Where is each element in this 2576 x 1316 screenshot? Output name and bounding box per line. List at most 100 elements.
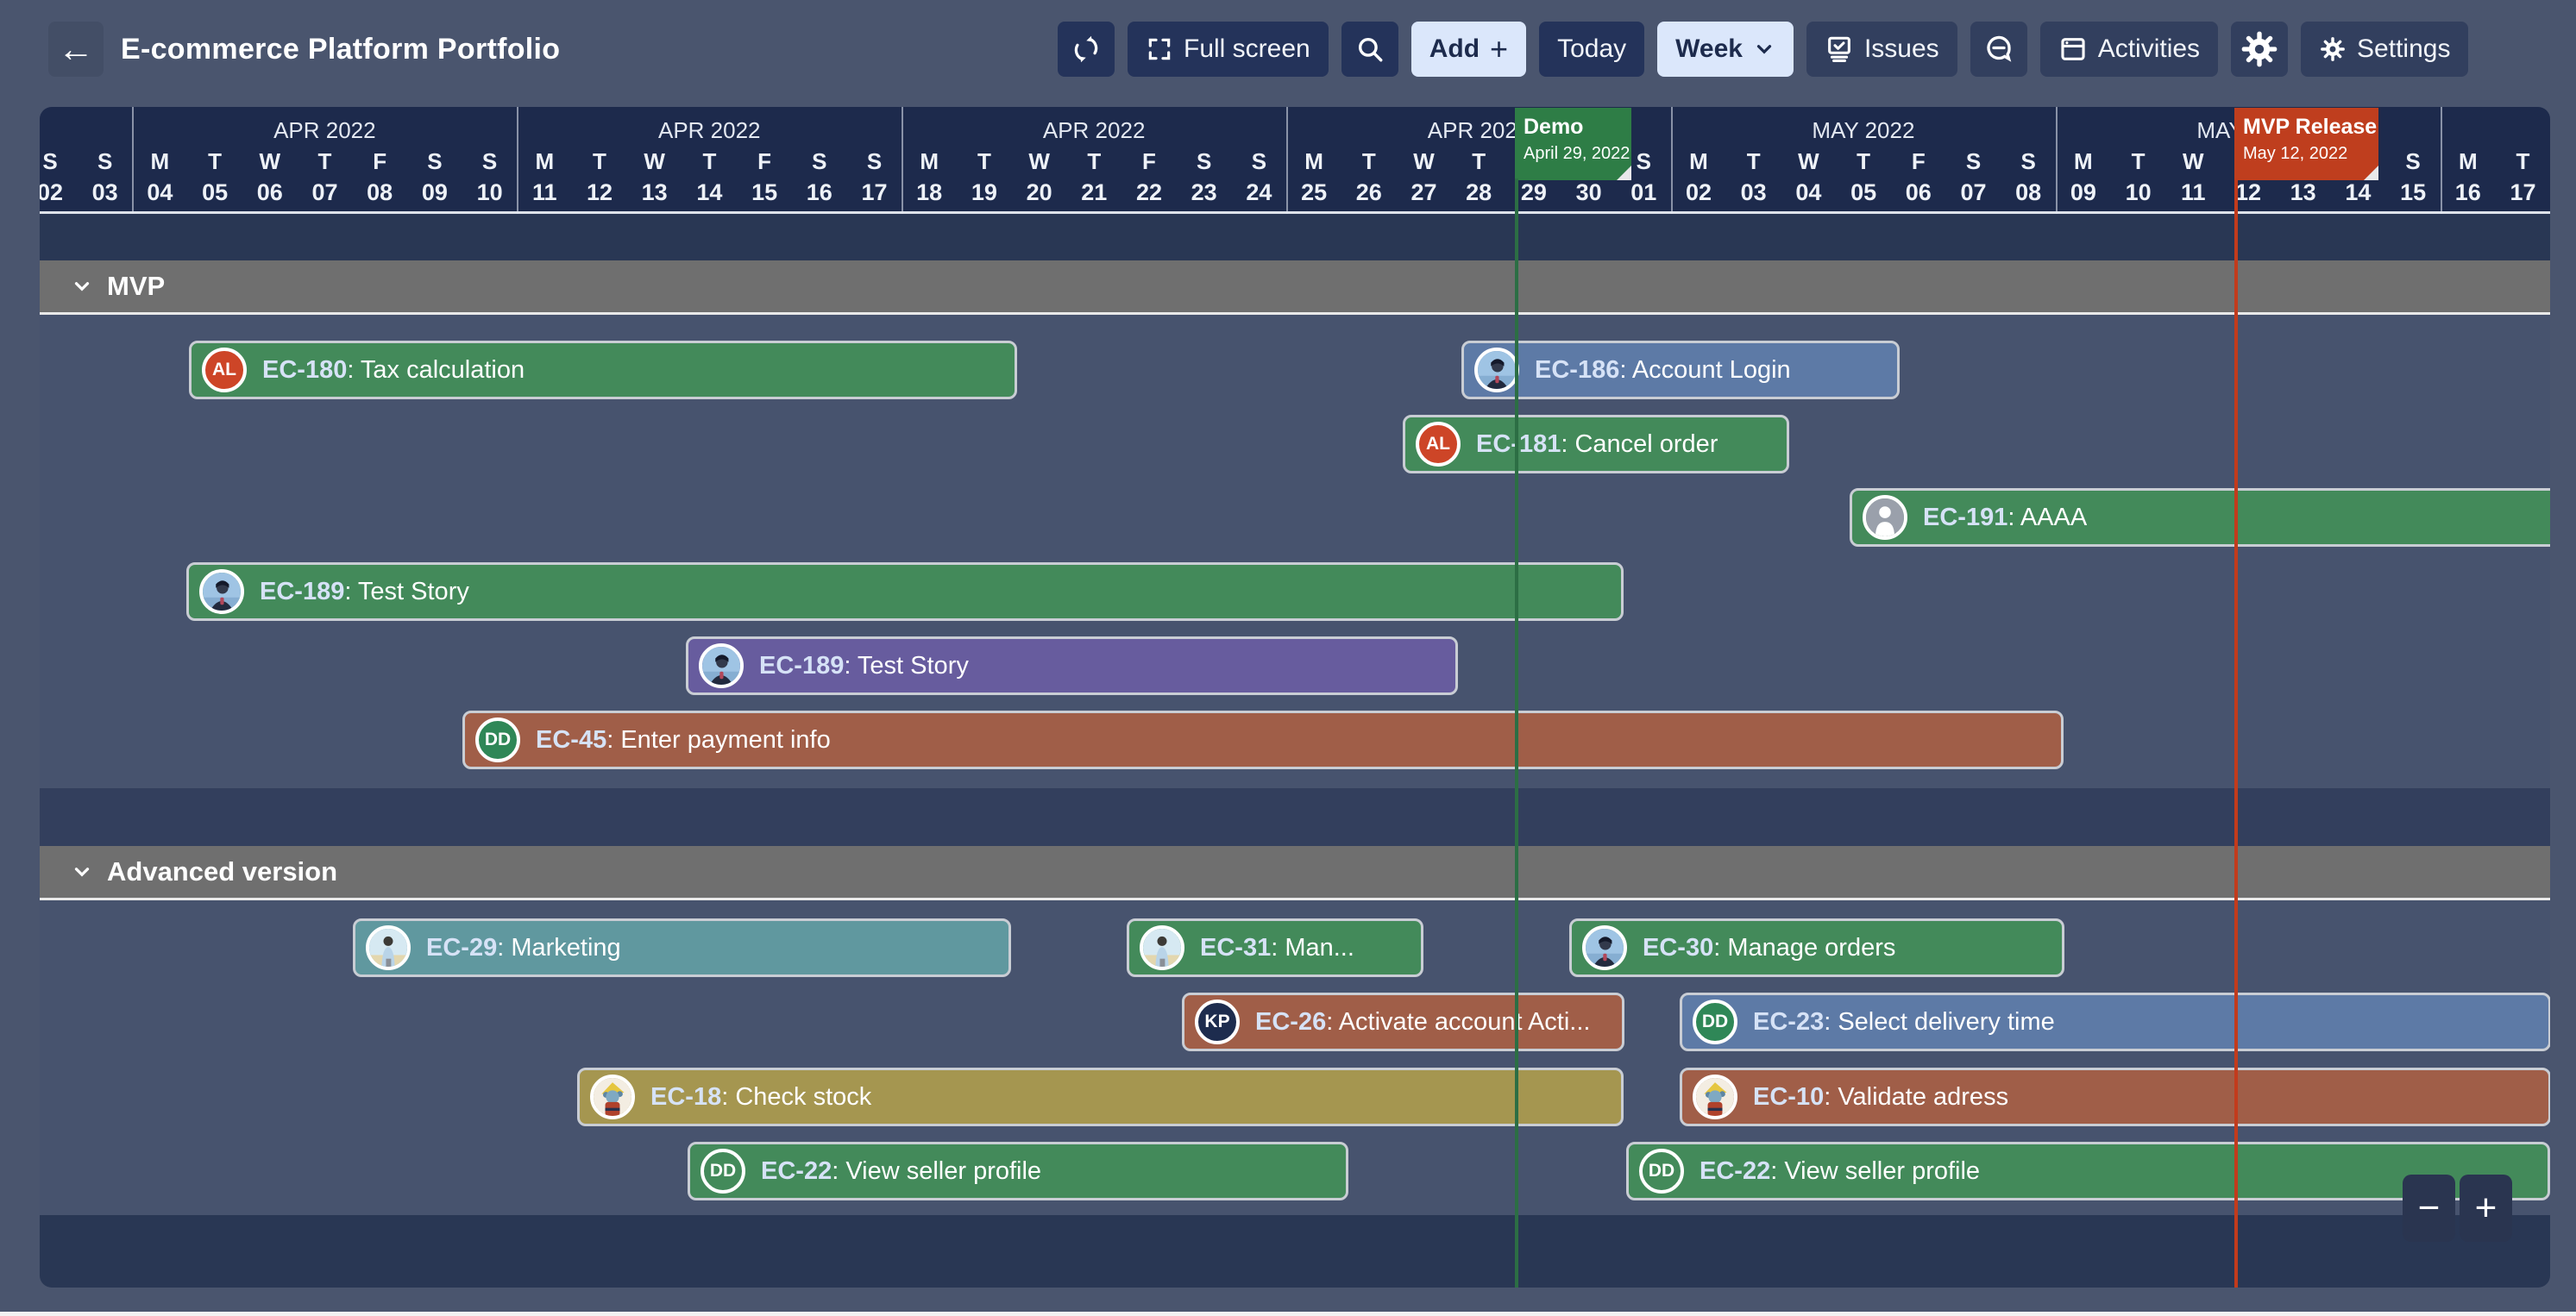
task-label: EC-45: Enter payment info xyxy=(536,726,831,755)
fullscreen-button[interactable]: Full screen xyxy=(1128,22,1329,77)
milestone-name: MVP Release xyxy=(2243,115,2378,139)
day-number: 02 xyxy=(40,179,64,205)
task-bar-ec-30[interactable]: EC-30: Manage orders xyxy=(1569,918,2064,977)
plus-icon: + xyxy=(1490,31,1509,66)
task-bar-ec-191[interactable]: EC-191: AAAA xyxy=(1850,488,2550,547)
task-summary: : Test Story xyxy=(344,577,469,605)
day-cell: S 10 xyxy=(462,147,518,214)
day-letter: S xyxy=(2405,148,2421,174)
search-icon xyxy=(1355,34,1385,64)
task-label: EC-26: Activate account Acti... xyxy=(1255,1008,1590,1037)
task-summary: : Cancel order xyxy=(1561,429,1718,458)
month-label: MAY 2022 xyxy=(1812,117,1915,143)
activities-button[interactable]: Activities xyxy=(2039,22,2219,77)
day-letter: W xyxy=(644,148,665,174)
task-bar-ec-10[interactable]: EC-10: Validate adress xyxy=(1680,1068,2550,1126)
task-label: EC-189: Test Story xyxy=(759,652,969,680)
day-number: 06 xyxy=(1905,179,1932,205)
day-letter: M xyxy=(150,148,170,174)
task-key: EC-31 xyxy=(1200,933,1272,962)
task-bar-ec-189[interactable]: EC-189: Test Story xyxy=(686,636,1458,695)
assignee-avatar-photo xyxy=(366,925,411,970)
day-letter: M xyxy=(1304,148,1323,174)
day-letter: T xyxy=(977,148,991,174)
day-number: 23 xyxy=(1191,179,1217,205)
assignee-avatar-photo xyxy=(1140,925,1184,970)
speech-bubble-minus-icon xyxy=(1983,34,2014,65)
task-bar-ec-31[interactable]: EC-31: Man... xyxy=(1127,918,1423,977)
task-bar-ec-189[interactable]: EC-189: Test Story xyxy=(186,562,1624,621)
comment-muted-button[interactable] xyxy=(1970,22,2027,77)
task-bar-ec-29[interactable]: EC-29: Marketing xyxy=(353,918,1011,977)
day-letter: S xyxy=(481,148,498,174)
assignee-avatar-photo xyxy=(1582,925,1627,970)
day-number: 10 xyxy=(476,179,503,205)
day-letter: T xyxy=(702,148,717,174)
task-bar-ec-18[interactable]: EC-18: Check stock xyxy=(577,1068,1624,1126)
day-letter: S xyxy=(812,148,827,174)
task-summary: : Select delivery time xyxy=(1824,1007,2055,1036)
day-number: 06 xyxy=(256,179,283,205)
sync-button[interactable] xyxy=(1058,22,1115,77)
today-button[interactable]: Today xyxy=(1539,22,1645,77)
day-number: 12 xyxy=(586,179,613,205)
task-bar-ec-45[interactable]: DD EC-45: Enter payment info xyxy=(462,711,2064,769)
day-letter: S xyxy=(1197,148,1212,174)
zoom-in-button[interactable]: + xyxy=(2460,1175,2512,1242)
task-key: EC-18 xyxy=(650,1082,722,1111)
month-label: APR 2022 xyxy=(657,117,761,143)
section-header-advanced-version[interactable]: Advanced version xyxy=(40,846,2550,900)
assignee-avatar-person-icon xyxy=(1863,495,1907,540)
day-letter: T xyxy=(1746,148,1761,174)
activities-icon xyxy=(2058,34,2088,64)
day-letter: M xyxy=(2074,148,2093,174)
day-number: 16 xyxy=(806,179,832,205)
day-letter: F xyxy=(757,148,772,174)
settings-button[interactable]: Settings xyxy=(2301,22,2469,77)
task-summary: : Tax calculation xyxy=(347,355,525,384)
day-letter: M xyxy=(2458,148,2478,174)
day-cell: S 23 xyxy=(1177,147,1232,214)
milestone-name: Demo xyxy=(1524,115,1584,139)
day-number: 24 xyxy=(1246,179,1272,205)
board-settings-button[interactable] xyxy=(2231,22,2289,77)
top-bar: ← E-commerce Platform Portfolio Full scr… xyxy=(0,0,2576,98)
day-letter: T xyxy=(208,148,223,174)
task-summary: : Enter payment info xyxy=(606,725,831,754)
assignee-avatar-initials: DD xyxy=(475,718,520,762)
day-number: 22 xyxy=(1135,179,1163,205)
chevron-down-icon xyxy=(74,282,90,291)
day-letter: S xyxy=(97,148,113,174)
issues-button[interactable]: Issues xyxy=(1806,22,1957,77)
task-bar-ec-186[interactable]: EC-186: Account Login xyxy=(1461,341,1900,399)
section-header-mvp[interactable]: MVP xyxy=(40,260,2550,315)
search-button[interactable] xyxy=(1341,22,1398,77)
assignee-avatar-initials: AL xyxy=(1416,422,1461,467)
zoom-out-button[interactable]: − xyxy=(2403,1175,2455,1242)
day-letter: T xyxy=(1857,148,1871,174)
zoom-controls: − + xyxy=(2403,1175,2512,1242)
day-letter: W xyxy=(1413,148,1435,174)
back-button[interactable]: ← xyxy=(48,22,104,77)
view-mode-select[interactable]: Week xyxy=(1657,22,1794,77)
task-key: EC-191 xyxy=(1923,503,2008,531)
day-letter: T xyxy=(2516,148,2530,174)
day-number: 01 xyxy=(1630,179,1657,205)
add-button[interactable]: Add + xyxy=(1411,22,1527,77)
